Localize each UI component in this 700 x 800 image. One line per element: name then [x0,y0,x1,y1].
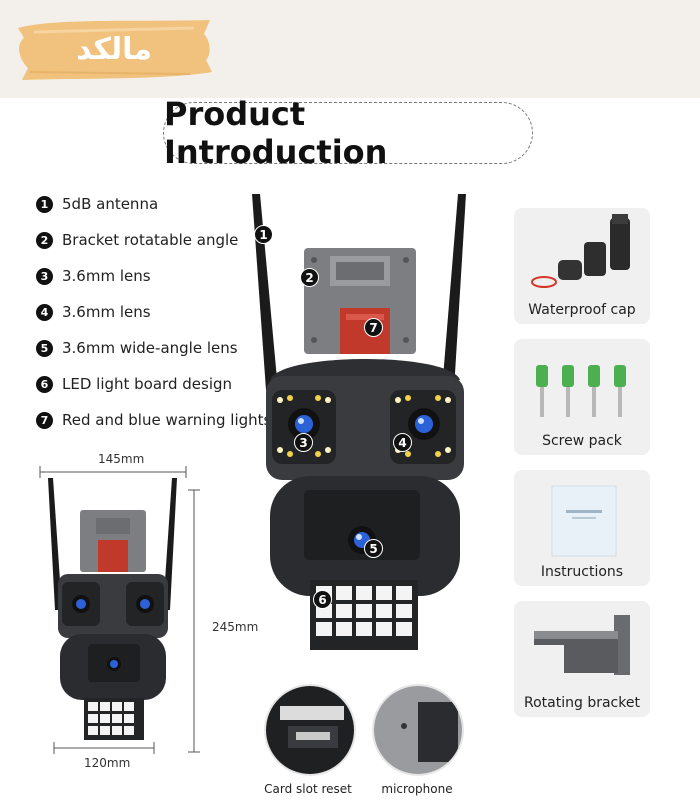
card-slot-icon [266,686,354,774]
marker-antenna: 1 [254,225,273,244]
number-badge: 5 [36,339,53,357]
number-badge: 3 [36,267,53,285]
card-slot-caption: Card slot reset [264,782,352,796]
number-badge: 4 [36,303,53,321]
feature-item: 2 Bracket rotatable angle [36,222,276,258]
marker-led-board: 6 [313,590,332,609]
accessory-card: Waterproof cap [514,208,650,324]
feature-item: 6 LED light board design [36,366,276,402]
accessory-label: Instructions [540,564,624,580]
marker-left-lens: 3 [294,433,313,452]
feature-label: 3.6mm wide-angle lens [62,339,238,357]
feature-item: 5 3.6mm wide-angle lens [36,330,276,366]
marker-warning-light: 7 [364,318,383,337]
feature-label: LED light board design [62,375,233,393]
feature-label: 3.6mm lens [62,303,151,321]
feature-label: 5dB antenna [62,195,159,213]
microphone-icon [374,686,462,774]
dimension-height: 245mm [212,620,259,634]
page-title: Product Introduction [163,95,533,171]
accessory-label: Waterproof cap [528,302,636,318]
screw-icon [536,365,626,417]
antenna-left [252,194,278,390]
feature-item: 7 Red and blue warning lights [36,402,276,438]
dimension-lines [39,466,200,754]
marker-bracket: 2 [300,268,319,287]
dimension-width: 145mm [98,452,145,466]
marker-right-lens: 4 [393,433,412,452]
accessory-label: Rotating bracket [524,695,640,711]
feature-item: 4 3.6mm lens [36,294,276,330]
manual-icon [551,485,617,557]
brand-logo-text: مالكد [76,31,152,67]
number-badge: 1 [36,195,53,213]
feature-label: Red and blue warning lights [62,411,272,429]
camera-main-illustration [252,194,466,650]
feature-label: 3.6mm lens [62,267,151,285]
card-slot-detail [264,684,356,776]
feature-item: 1 5dB antenna [36,186,276,222]
bracket-icon [534,615,630,675]
accessory-card: Rotating bracket [514,601,650,717]
marker-wide-lens: 5 [364,539,383,558]
microphone-caption: microphone [381,782,453,796]
microphone-detail [372,684,464,776]
number-badge: 7 [36,411,53,429]
feature-label: Bracket rotatable angle [62,231,239,249]
number-badge: 6 [36,375,53,393]
feature-item: 3 3.6mm lens [36,258,276,294]
accessory-label: Screw pack [542,433,622,449]
accessory-card: Screw pack [514,339,650,455]
accessory-list: Waterproof cap Screw pack Instructions R… [514,208,650,732]
waterproof-cap-icon [531,214,630,288]
accessory-card: Instructions [514,470,650,586]
camera-small-illustration [48,478,177,740]
antenna-right [442,194,466,390]
dimension-depth: 120mm [84,756,131,770]
brand-brush-stroke [18,20,212,80]
number-badge: 2 [36,231,53,249]
